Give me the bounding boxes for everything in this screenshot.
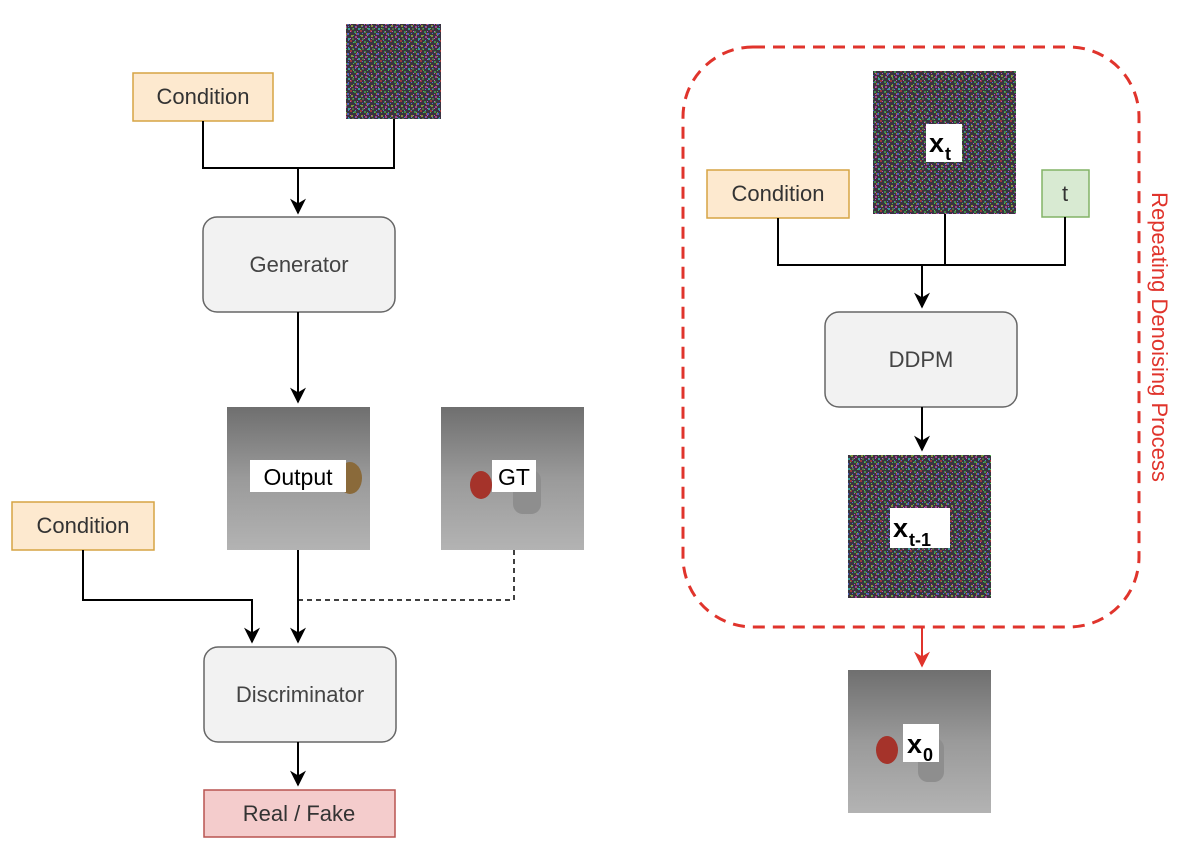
- ddpm-label: DDPM: [889, 347, 954, 372]
- noise-image-top: [346, 24, 441, 119]
- xt-noise-image: x t: [873, 71, 1016, 214]
- xt-base: x: [929, 128, 944, 158]
- xt1-base: x: [893, 513, 908, 543]
- loop-label: Repeating Denoising Process: [1147, 192, 1172, 482]
- condition-box-top: Condition: [132, 72, 274, 122]
- condition-top-label: Condition: [157, 84, 250, 109]
- condition-box-bottom: Condition: [11, 501, 155, 551]
- connector-inputs-generator: [202, 119, 395, 169]
- t-label: t: [1062, 181, 1068, 206]
- gt-image: GT: [441, 407, 584, 550]
- x0-base: x: [907, 729, 922, 759]
- arrow-condition-to-discriminator: [82, 550, 260, 644]
- dashed-gt-connector: [298, 550, 515, 601]
- condition-ddpm-label: Condition: [732, 181, 825, 206]
- xt-sub: t: [945, 144, 951, 164]
- xt1-noise-image: x t-1: [848, 455, 991, 598]
- condition-box-ddpm: Condition: [706, 169, 850, 219]
- discriminator-box: Discriminator: [203, 646, 397, 743]
- output-image: Output: [227, 407, 370, 550]
- discriminator-label: Discriminator: [236, 682, 364, 707]
- generator-box: Generator: [202, 216, 396, 313]
- denoising-loop-border: [681, 45, 1141, 629]
- xt1-sub: t-1: [909, 530, 931, 550]
- output-label: Output: [263, 464, 333, 490]
- t-box: t: [1041, 169, 1090, 218]
- realfake-label: Real / Fake: [243, 801, 356, 826]
- ddpm-box: DDPM: [824, 311, 1018, 408]
- x0-sub: 0: [923, 745, 933, 765]
- gt-label: GT: [498, 464, 530, 490]
- connector-ddpm-inputs: [777, 217, 1066, 266]
- realfake-box: Real / Fake: [203, 789, 396, 838]
- x0-image: x 0: [848, 670, 991, 813]
- condition-bottom-label: Condition: [37, 513, 130, 538]
- generator-label: Generator: [249, 252, 348, 277]
